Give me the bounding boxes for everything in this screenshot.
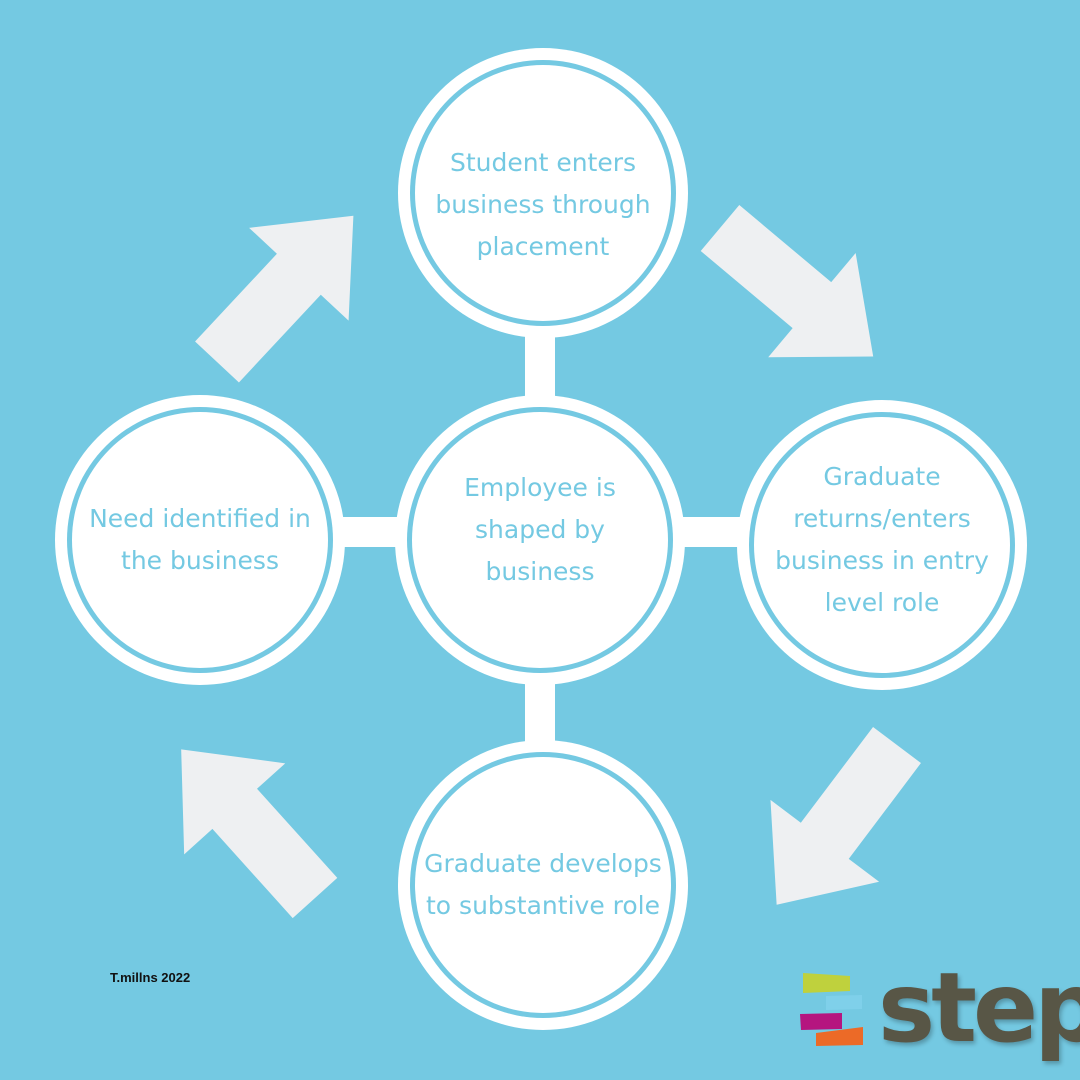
node-center-label: Employee is shaped by business: [464, 473, 616, 586]
step-logo: step: [878, 952, 1080, 1064]
arrow-bottom-right-icon: [770, 726, 921, 905]
arrow-top-right-icon: [700, 205, 874, 358]
logo-bar-2: [826, 995, 862, 1010]
node-top-label: Student enters business through placemen…: [435, 148, 651, 261]
logo-bar-3: [800, 1013, 842, 1030]
node-bottom-circle: [398, 740, 688, 1030]
node-center-circle: [395, 395, 685, 685]
node-left-circle: [55, 395, 345, 685]
logo-bar-1: [803, 973, 850, 993]
node-bottom-label: Graduate develops to substantive role: [424, 849, 662, 920]
credit-text: T.millns 2022: [110, 970, 191, 985]
arrow-bottom-left-icon: [181, 749, 338, 919]
node-right-circle: [737, 400, 1027, 690]
arrow-top-left-icon: [195, 215, 354, 383]
node-right-label: Graduate returns/enters business in entr…: [775, 462, 989, 617]
node-left-label: Need identified in the business: [89, 504, 311, 575]
logo-bar-4: [816, 1027, 863, 1046]
node-top-circle: [398, 48, 688, 338]
